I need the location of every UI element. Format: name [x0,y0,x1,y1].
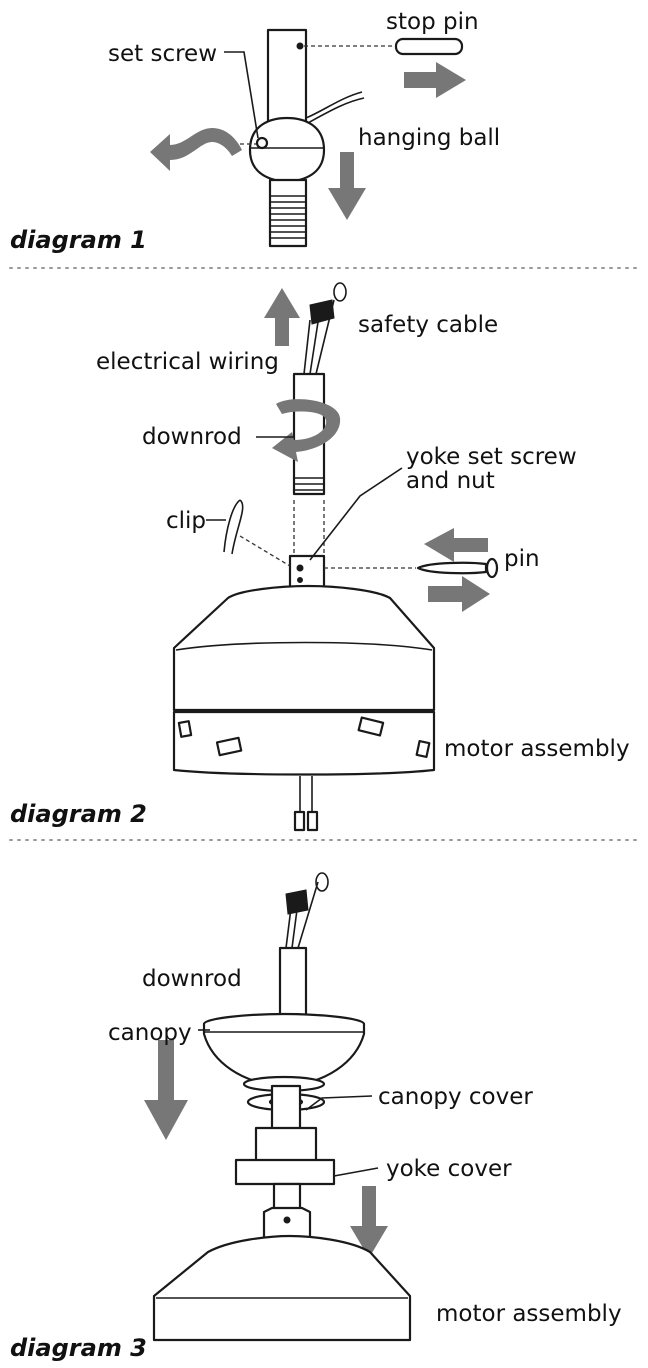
down-arrow-icon [328,152,366,220]
diagram-1: set screw stop pin hanging ball diagram … [10,9,500,254]
motor-top [172,584,436,712]
label-downrod: downrod [142,424,242,450]
diagram-3: downrod canopy canopy cover yoke cover m… [10,872,622,1362]
cable-loop [333,282,347,302]
threaded-neck [268,178,308,248]
motor-top-3 [152,1234,412,1342]
pin-head [485,557,499,579]
yoke [288,554,326,592]
clip-shape [223,499,244,555]
thread-lines [270,195,306,239]
wire-2 [305,97,365,125]
label-d3-motor-assembly: motor assembly [436,1301,622,1327]
motor-vents [177,716,431,758]
yoke-bracket-screw [283,1216,291,1224]
wire-a [303,319,311,375]
yoke-leader [309,467,403,561]
canopy [202,1012,366,1088]
pin-shape [416,561,488,575]
right-arrow-2-icon [428,576,490,612]
d3-safety-cable [297,881,319,949]
wire-b [309,321,319,375]
caption-diagram-3: diagram 3 [10,1334,147,1362]
caption-diagram-1: diagram 1 [10,226,147,254]
caption-diagram-2: diagram 2 [10,800,147,828]
label-yoke-cover: yoke cover [386,1156,512,1182]
label-set-screw: set screw [108,41,217,67]
label-safety-cable: safety cable [358,312,498,338]
label-stop-pin: stop pin [386,9,479,35]
label-d3-downrod: downrod [142,966,242,992]
label-electrical-wiring: electrical wiring [96,349,279,375]
down-arrow-canopy-icon [144,1040,188,1140]
downrod-3 [278,946,308,1020]
yoke-cover-upper [254,1126,318,1164]
d3-connector [285,889,309,915]
wire-1 [305,91,363,119]
right-arrow-icon [404,62,466,98]
motor-band-line [175,641,433,651]
label-pin: pin [504,546,540,572]
yoke-screw [296,564,304,572]
rotate-downrod-icon [272,399,341,462]
downrod-segment [270,1084,302,1132]
label-hanging-ball: hanging ball [358,125,500,151]
rotate-arrow-icon [150,128,242,171]
down-arrow-yoke-icon [350,1186,388,1258]
diagram-2: safety cable electrical wiring downrod y… [10,282,630,832]
yoke-cover [234,1158,336,1186]
label-and-nut: and nut [406,468,495,494]
left-arrow-icon [424,528,488,562]
yoke-nut [297,577,303,583]
label-motor-assembly: motor assembly [444,736,630,762]
motor-bottom [172,710,436,776]
yoke-cover-leader [333,1167,379,1177]
label-yoke-set-screw: yoke set screw [406,444,577,470]
downrod-threads [294,477,324,491]
label-canopy-cover: canopy cover [378,1084,533,1110]
pin-hole [296,42,304,50]
wire-connector [309,299,335,325]
up-arrow-icon [264,288,300,346]
label-clip: clip [166,508,206,534]
clip-dash [239,535,291,567]
canopy-cover-leader [305,1095,373,1111]
label-canopy: canopy [108,1020,192,1046]
set-screw-leader [224,51,259,139]
bottom-connector-2 [306,810,319,832]
hanging-ball [248,116,326,184]
stop-pin [394,37,464,56]
set-screw [255,136,269,150]
bottom-connector-1 [293,810,306,832]
d3-cable-loop [315,872,329,892]
